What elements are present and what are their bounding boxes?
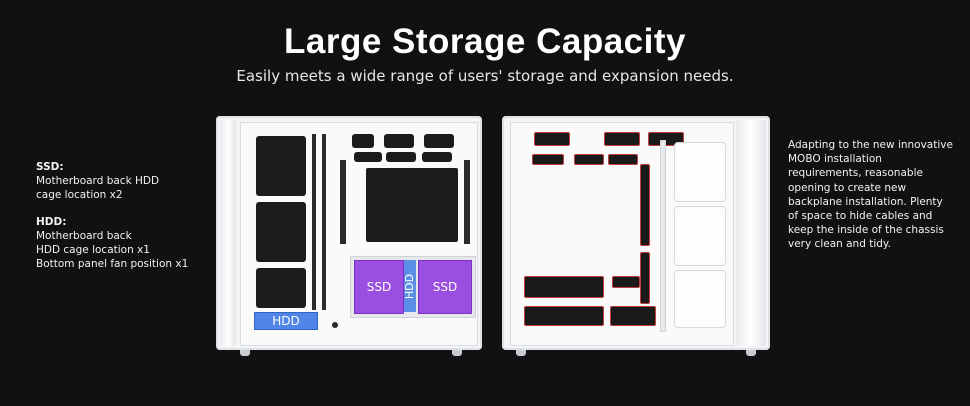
- page-title: Large Storage Capacity: [284, 22, 686, 61]
- left-notes: SSD: Motherboard back HDD cage location …: [36, 160, 216, 284]
- ssd-note: SSD: Motherboard back HDD cage location …: [36, 160, 216, 202]
- cable-slot: [340, 160, 346, 244]
- cable-hole: [422, 152, 452, 162]
- cable-hole: [424, 134, 454, 148]
- hdd-note-line: Bottom panel fan position x1: [36, 258, 189, 270]
- cable-hole: [612, 276, 640, 288]
- chassis-foot: [240, 350, 250, 356]
- cable-slot: [640, 164, 650, 246]
- cable-opening: [610, 306, 656, 326]
- cable-slot: [640, 252, 650, 304]
- hdd-note: HDD: Motherboard back HDD cage location …: [36, 215, 216, 271]
- ssd-note-head: SSD: [36, 161, 60, 173]
- fan-opening: [256, 136, 306, 196]
- chassis-backplane-view: [502, 116, 770, 356]
- cpu-cutout: [366, 168, 458, 242]
- cable-slot: [322, 134, 326, 310]
- ssd-label: SSD: [432, 280, 458, 294]
- fan-mount: [674, 206, 726, 266]
- hdd-slot-bottom: HDD: [254, 312, 318, 330]
- cable-hole: [532, 154, 564, 165]
- fan-opening: [256, 268, 306, 308]
- cable-slot: [464, 160, 470, 244]
- ssd-note-line: cage location x2: [36, 189, 123, 201]
- cable-slot: [312, 134, 316, 310]
- ssd-slot-left: SSD: [354, 260, 404, 314]
- ssd-label: SSD: [366, 280, 392, 294]
- chassis-foot: [452, 350, 462, 356]
- screw-hole: [332, 322, 338, 328]
- right-notes: Adapting to the new innovative MOBO inst…: [788, 139, 953, 251]
- page-subtitle: Easily meets a wide range of users' stor…: [236, 67, 734, 85]
- chassis-foot: [746, 350, 756, 356]
- hdd-note-line: HDD cage location x1: [36, 244, 150, 256]
- cable-hole: [384, 134, 414, 148]
- fan-mount: [674, 270, 726, 328]
- hdd-note-line: Motherboard back: [36, 230, 132, 242]
- chassis-back-view: SSD HDD SSD HDD: [216, 116, 482, 356]
- hdd-label: HDD: [403, 273, 417, 299]
- cable-hole: [354, 152, 382, 162]
- fan-mount: [674, 142, 726, 202]
- cable-opening: [524, 276, 604, 298]
- fan-opening: [256, 202, 306, 262]
- cable-hole: [386, 152, 416, 162]
- cable-hole: [574, 154, 604, 165]
- cable-hole: [352, 134, 374, 148]
- glass-panel-edge: [736, 120, 766, 346]
- glass-panel-edge: [220, 120, 236, 346]
- chassis-foot: [516, 350, 526, 356]
- cable-hole: [604, 132, 640, 146]
- hdd-note-head: HDD: [36, 216, 63, 228]
- mesh-rail: [660, 140, 666, 332]
- hdd-label: HDD: [272, 314, 300, 328]
- ssd-slot-right: SSD: [418, 260, 472, 314]
- cable-opening: [524, 306, 604, 326]
- ssd-note-line: Motherboard back HDD: [36, 175, 160, 187]
- hdd-slot-vertical: HDD: [403, 260, 417, 312]
- cable-hole: [534, 132, 570, 146]
- cable-hole: [608, 154, 638, 165]
